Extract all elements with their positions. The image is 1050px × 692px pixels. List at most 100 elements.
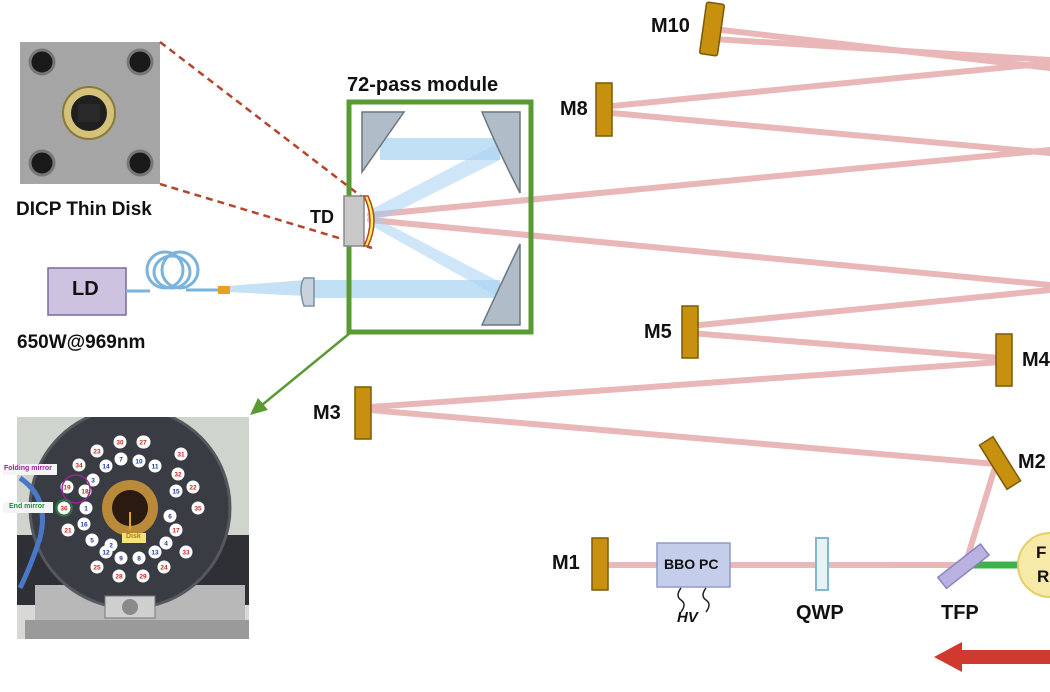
blue-position-number-dot — [99, 459, 113, 473]
m2-label: M2 — [1018, 451, 1046, 473]
blue-position-number: 6 — [168, 514, 172, 521]
red-position-number: 21 — [64, 528, 72, 535]
quarter-wave-plate — [815, 537, 829, 591]
bbo-label: BBO PC — [664, 556, 719, 572]
blue-position-number-dot — [148, 459, 162, 473]
blue-position-number-dot — [148, 545, 162, 559]
thin-film-polarizer — [936, 543, 991, 590]
module-parabolic-mirror-top — [480, 111, 521, 194]
power-label: 650W@969nm — [17, 332, 146, 353]
red-position-number: 36 — [60, 506, 68, 513]
blue-position-number: 1 — [84, 506, 88, 513]
output-arrow — [934, 642, 1050, 672]
red-position-number: 31 — [177, 452, 185, 459]
red-position-number: 28 — [115, 574, 123, 581]
red-position-number: 25 — [93, 565, 101, 572]
blue-position-number-dot — [159, 536, 173, 550]
collimating-lens — [300, 277, 315, 307]
module-parabolic-mirror-bottom — [480, 243, 521, 326]
end-mirror-label: End mirror — [9, 503, 45, 510]
blue-position-number-dot — [99, 545, 113, 559]
red-position-number-dot — [72, 458, 86, 472]
blue-position-number: 7 — [119, 457, 123, 464]
zoom-line — [159, 41, 367, 201]
mirror-m5 — [681, 305, 699, 359]
blue-position-number-dot — [86, 473, 100, 487]
blue-position-number: 9 — [119, 556, 123, 563]
red-position-number: 27 — [139, 440, 147, 447]
qwp-label: QWP — [796, 602, 844, 624]
blue-position-number: 16 — [80, 522, 88, 529]
m4-label: M4 — [1022, 349, 1050, 371]
mirror-m2 — [978, 435, 1022, 491]
mirror-m4 — [995, 333, 1013, 387]
blue-position-number-dot — [132, 551, 146, 565]
blue-position-number-dot — [163, 509, 177, 523]
thin-disk-label: DICP Thin Disk — [16, 199, 152, 220]
blue-position-number: 10 — [135, 459, 143, 466]
hv-wire-right — [702, 587, 710, 613]
folding-mirror-ring — [61, 474, 91, 504]
tfp-label: TFP — [941, 602, 979, 624]
fiber-coil — [126, 250, 218, 293]
m8-label: M8 — [560, 98, 588, 120]
blue-position-number-dot — [114, 551, 128, 565]
blue-position-number: 4 — [164, 541, 168, 548]
fiber-connector — [218, 286, 230, 294]
red-position-number-dot — [61, 523, 75, 537]
red-position-number: 29 — [139, 574, 147, 581]
mirror-m8 — [595, 82, 613, 137]
disk-tag — [122, 533, 146, 543]
red-position-number: 22 — [189, 485, 197, 492]
blue-position-number: 13 — [151, 550, 159, 557]
blue-position-number: 11 — [152, 464, 159, 471]
end-mirror-ring — [55, 499, 73, 517]
photo-number-markers: 3026313435192236332117252428292327321814… — [55, 435, 205, 583]
red-position-number-dot — [112, 569, 126, 583]
red-position-number-dot — [171, 467, 185, 481]
hv-wire-left — [677, 587, 685, 613]
red-position-number: 23 — [93, 449, 101, 456]
red-position-number: 35 — [194, 506, 202, 513]
mirror-m1 — [591, 537, 609, 591]
red-position-number: 24 — [160, 565, 168, 572]
red-position-number-dot — [90, 444, 104, 458]
blue-position-number: 3 — [91, 478, 95, 485]
thin-disk-crystal — [362, 195, 375, 247]
ld-box — [47, 267, 127, 316]
m3-label: M3 — [313, 402, 341, 424]
m5-label: M5 — [644, 321, 672, 343]
red-position-number: 32 — [174, 472, 182, 479]
folding-mirror-tag — [3, 464, 57, 475]
faraday-label-bottom: R — [1037, 567, 1050, 586]
red-position-number: 34 — [75, 463, 83, 470]
bbo-pockels-cell — [656, 542, 731, 588]
blue-position-number: 14 — [102, 464, 110, 471]
red-position-number: 30 — [116, 440, 124, 447]
end-mirror-tag — [3, 502, 53, 513]
thin-disk-element — [343, 195, 365, 247]
faraday-label-top: F — [1036, 543, 1047, 562]
faraday-rotator — [1017, 532, 1050, 598]
blue-position-number: 12 — [102, 550, 110, 557]
red-position-number: 19 — [63, 485, 71, 492]
red-position-number-dot — [169, 523, 183, 537]
blue-position-number-dot — [169, 484, 183, 498]
red-position-number-dot — [57, 501, 71, 515]
disk-label: Disk — [126, 533, 141, 540]
pump-beams — [228, 138, 500, 298]
module-label: 72-pass module — [347, 74, 499, 96]
blue-position-number-dot — [85, 533, 99, 547]
red-position-number: 33 — [182, 550, 190, 557]
blue-position-number: 5 — [90, 538, 94, 545]
thin-disk-photo — [20, 42, 160, 184]
red-position-number-dot — [191, 501, 205, 515]
red-position-number-dot — [136, 435, 150, 449]
blue-position-number: 15 — [172, 489, 180, 496]
red-position-number-dot — [174, 447, 188, 461]
red-position-number-dot — [179, 545, 193, 559]
red-position-number-dot — [157, 560, 171, 574]
red-position-number: 17 — [172, 528, 180, 535]
red-position-number-dot — [90, 560, 104, 574]
